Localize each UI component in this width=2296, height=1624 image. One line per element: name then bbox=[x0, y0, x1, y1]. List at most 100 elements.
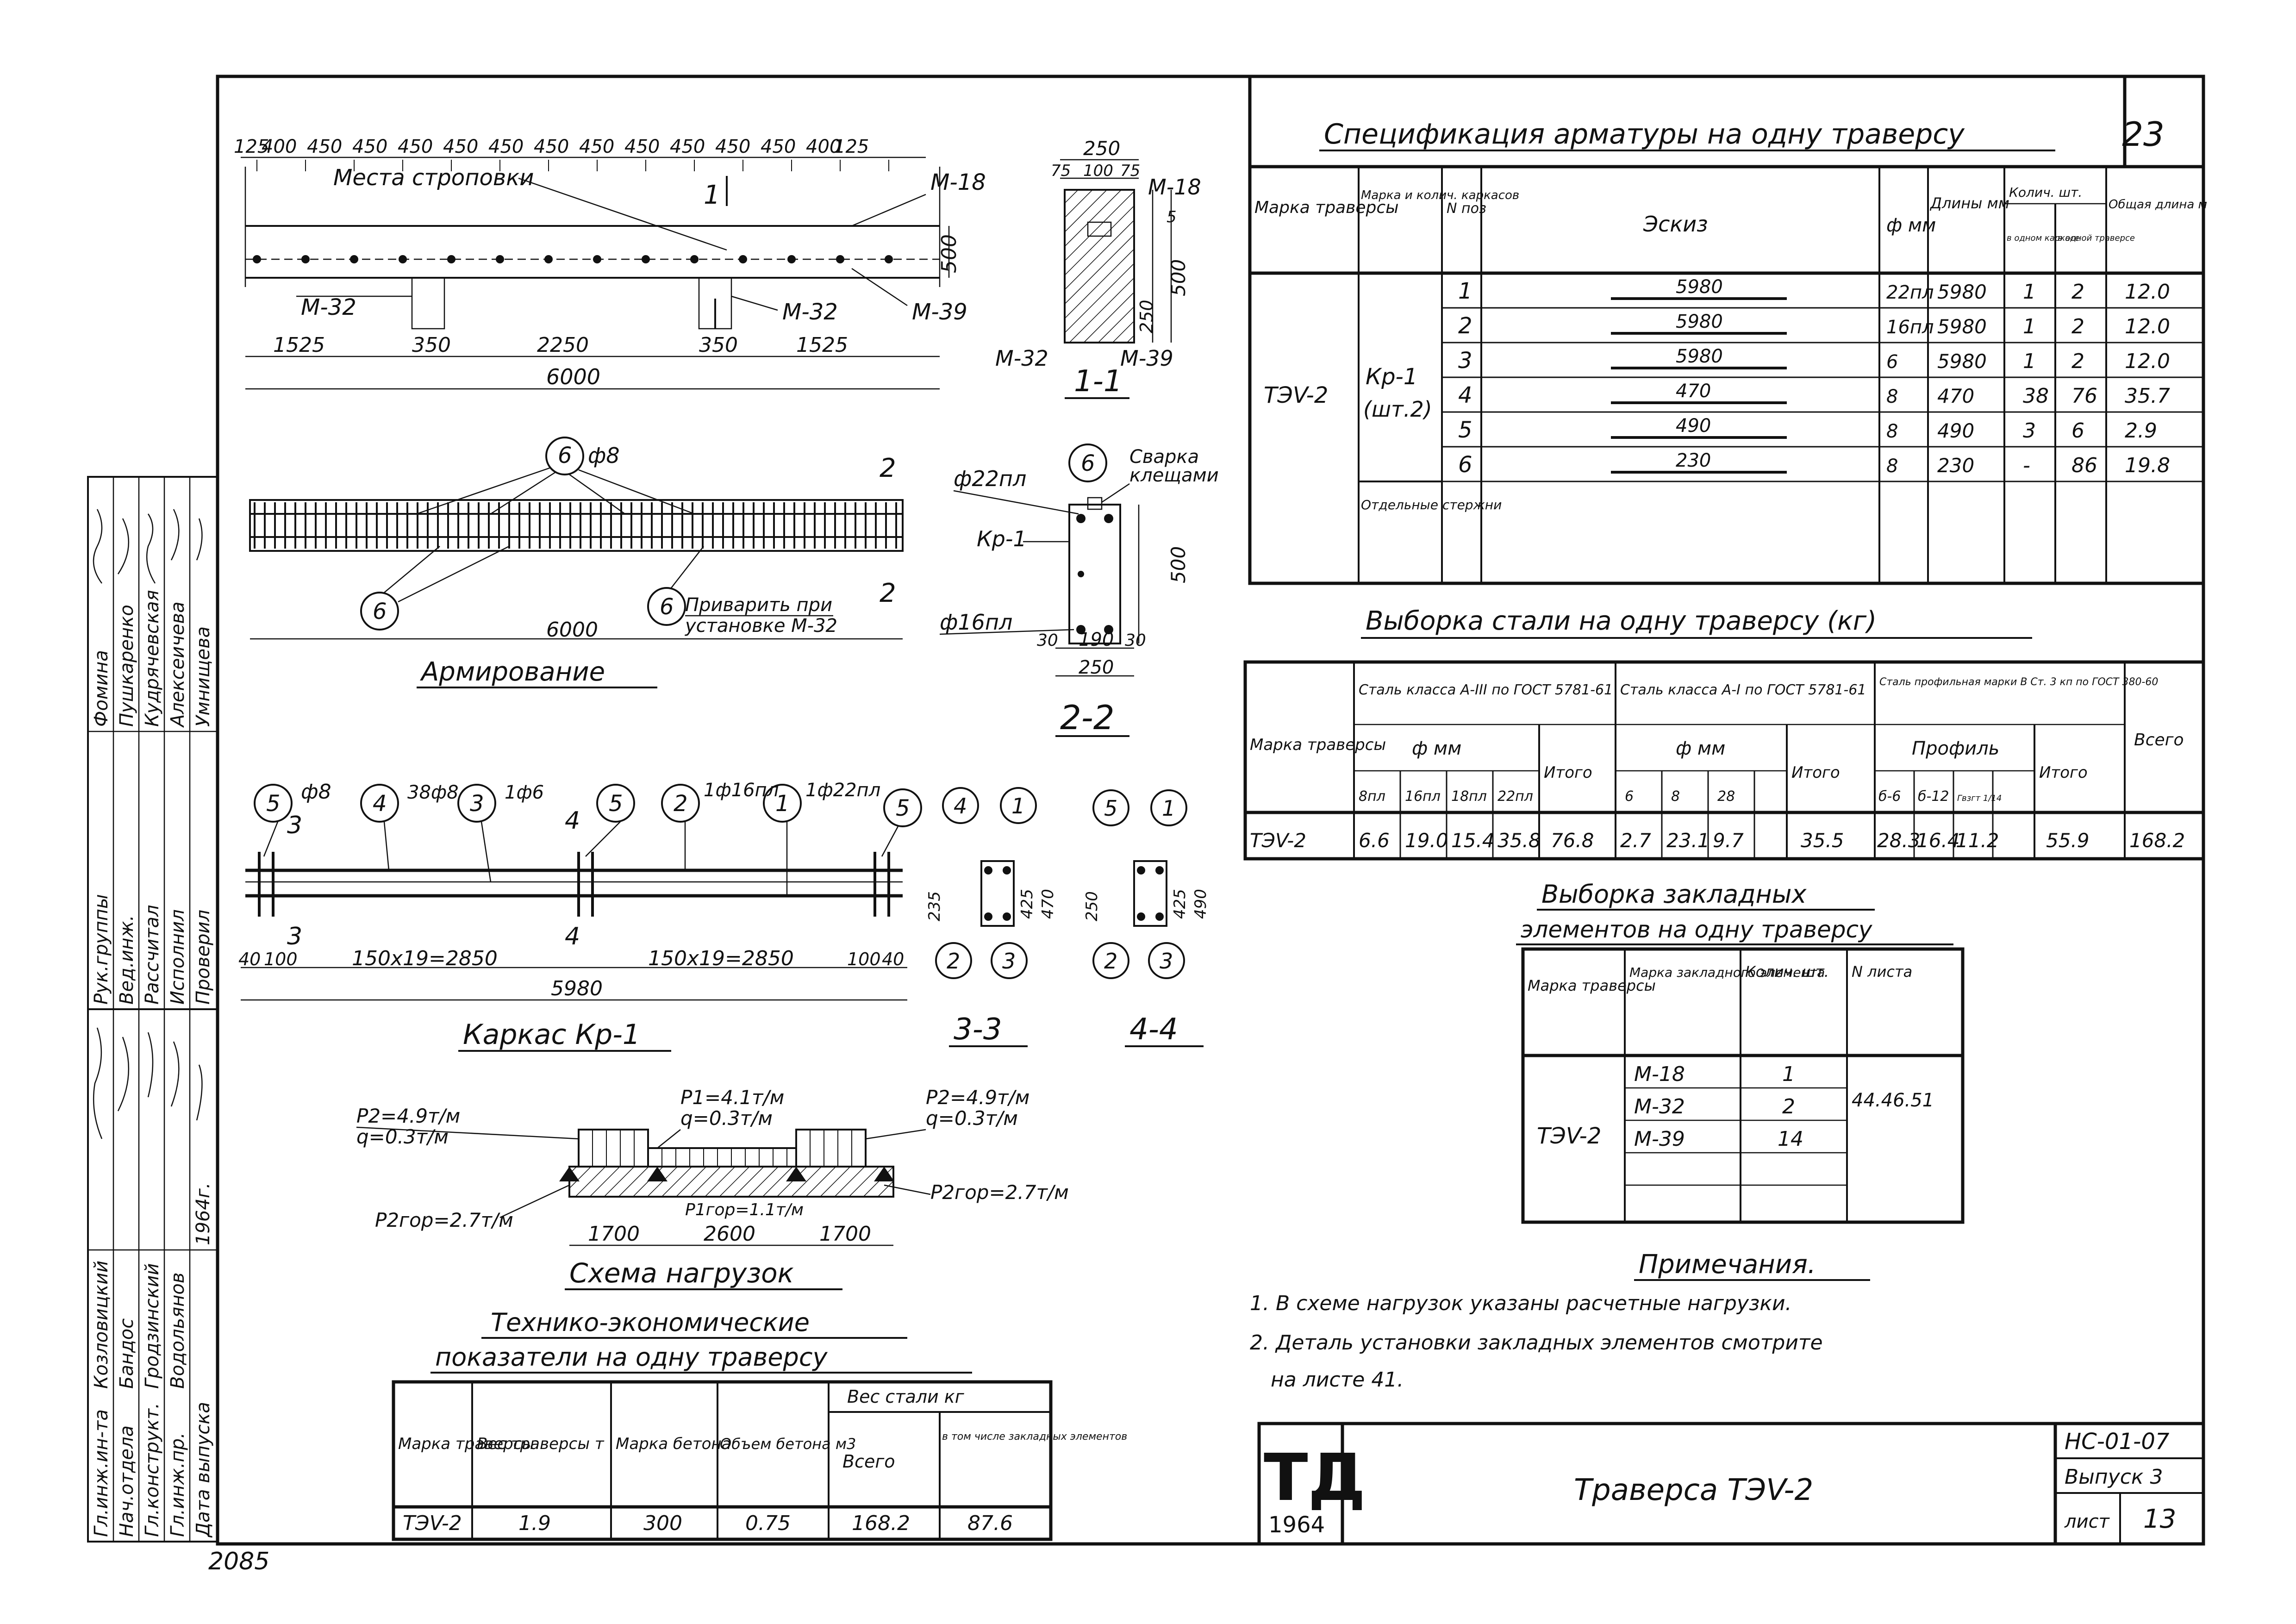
lifting-point bbox=[350, 255, 358, 263]
steel-subcol: б-6 bbox=[1878, 788, 1901, 805]
stamp-role-2: Нач.отдела bbox=[116, 1425, 137, 1537]
spec-frame-count: (шт.2) bbox=[1363, 397, 1432, 422]
stamp-name-1: Козловицкий bbox=[91, 1261, 112, 1389]
plan-top-dim: 450 bbox=[307, 136, 342, 157]
title-issue: Выпуск 3 bbox=[2065, 1465, 2163, 1489]
plan-top-dim: 125 bbox=[234, 136, 269, 157]
reinf-callout-right: 6 bbox=[660, 594, 674, 620]
s33-title: 3-3 bbox=[954, 1012, 1002, 1047]
stamp-name-8: Кудрячевская bbox=[142, 590, 163, 727]
spec-dia: 8 bbox=[1886, 386, 1898, 407]
steel-cell: ТЭV-2 bbox=[1250, 829, 1306, 852]
s44-c3: 3 bbox=[1160, 949, 1173, 974]
steel-dmm-2: ф мм bbox=[1676, 738, 1725, 759]
kr-cut3-top: 3 bbox=[287, 812, 302, 839]
plan-top-dim: 450 bbox=[579, 136, 614, 157]
emb-qty-2: 2 bbox=[1782, 1095, 1795, 1118]
steel-cell: 35.8 bbox=[1497, 829, 1541, 852]
steel-cell: 23.1 bbox=[1666, 829, 1710, 852]
stamp-role-7: Вед.инж. bbox=[116, 915, 137, 1005]
cut-mark-2a: 2 bbox=[880, 453, 896, 483]
label-m18: М-18 bbox=[930, 169, 986, 195]
spec-dia: 16пл bbox=[1886, 317, 1934, 338]
s22-title: 2-2 bbox=[1060, 698, 1115, 737]
steel-cell: 15.4 bbox=[1451, 829, 1495, 852]
lifting-point bbox=[301, 255, 310, 263]
load-hor-mid: P1гор=1.1т/м bbox=[685, 1200, 804, 1219]
label-m32b: М-32 bbox=[782, 299, 838, 325]
steel-cell: 2.7 bbox=[1620, 829, 1651, 852]
steel-cell: 6.6 bbox=[1359, 829, 1390, 852]
title-sheet-label: лист bbox=[2064, 1511, 2110, 1532]
spec-total: 12.0 bbox=[2125, 350, 2170, 373]
kr-dim-2850a: 150x19=2850 bbox=[352, 947, 498, 970]
tech-h-incl: в том числе закладных элементов bbox=[942, 1431, 1127, 1443]
stamp-role-9: Исполнил bbox=[167, 909, 188, 1005]
plan-top-dim: 450 bbox=[624, 136, 660, 157]
tech-h-weight: Вес траверсы т bbox=[477, 1435, 605, 1453]
spec-dia: 8 bbox=[1886, 421, 1898, 442]
kr-callout-5a: 5 bbox=[266, 791, 281, 817]
kr-d16: 1ф16пл bbox=[704, 780, 779, 801]
s11-b: 100 bbox=[1083, 162, 1113, 180]
spec-dia: 8 bbox=[1886, 456, 1898, 477]
steel-itogo-3: Итого bbox=[2039, 763, 2088, 782]
lifting-point bbox=[739, 255, 747, 263]
s22-bottom-bar: ф16пл bbox=[940, 610, 1012, 635]
stamp-role-1: Гл.инж.ин-та bbox=[91, 1409, 112, 1537]
reinf-title: Армирование bbox=[420, 657, 605, 687]
spec-len: 5980 bbox=[1937, 350, 1987, 373]
spec-pos: 3 bbox=[1458, 348, 1472, 374]
kr-d8: ф8 bbox=[301, 780, 331, 804]
lifting-point bbox=[253, 255, 261, 263]
load-left-q: q=0.3т/м bbox=[356, 1125, 449, 1148]
spec-pos: 6 bbox=[1458, 452, 1472, 478]
plan-dim-1525a: 1525 bbox=[273, 333, 325, 357]
emb-qty-1: 1 bbox=[1782, 1062, 1795, 1086]
spec-pos: 2 bbox=[1458, 313, 1472, 339]
load-left-p: P2=4.9т/м bbox=[356, 1105, 460, 1127]
kr-callout-2: 2 bbox=[674, 791, 688, 817]
kr-title: Каркас Кр-1 bbox=[463, 1018, 640, 1051]
steel-g-total: Всего bbox=[2134, 731, 2184, 750]
s33-235: 235 bbox=[925, 891, 944, 921]
span-3: 1700 bbox=[819, 1222, 871, 1246]
kr-cut3-bot: 3 bbox=[287, 923, 302, 950]
s44-490: 490 bbox=[1192, 889, 1210, 919]
spec-h-length: Длины мм bbox=[1929, 194, 2009, 212]
kr-dim-40b: 40 bbox=[882, 949, 904, 969]
reinf-callout-left: 6 bbox=[373, 599, 387, 625]
spec-sketch: 490 bbox=[1676, 415, 1711, 437]
s11-m32: М-32 bbox=[995, 346, 1048, 371]
tech-mark: ТЭV-2 bbox=[403, 1512, 462, 1535]
spec-qt: 76 bbox=[2071, 384, 2097, 408]
spec-sketch: 5980 bbox=[1676, 311, 1723, 332]
emb-sheets: 44.46.51 bbox=[1852, 1090, 1934, 1111]
load-mid-q: q=0.3т/м bbox=[680, 1107, 773, 1130]
spec-total: 12.0 bbox=[2125, 315, 2170, 338]
steel-table: Выборка стали на одну траверсу (кг) Марк… bbox=[1243, 606, 2205, 861]
steel-cell: 16.4 bbox=[1916, 829, 1960, 852]
spec-qt: 2 bbox=[2071, 350, 2084, 373]
spec-qt: 2 bbox=[2071, 315, 2084, 338]
frame-callouts: 5 4 3 5 2 1 5 bbox=[254, 784, 922, 827]
section-3-3: 4 1 2 3 235 425 470 3-3 bbox=[925, 787, 1057, 1047]
stamp-role-3: Гл.конструкт. bbox=[142, 1403, 163, 1537]
reinf-note-2: установке М-32 bbox=[685, 615, 837, 637]
steel-cell: 9.7 bbox=[1713, 829, 1744, 852]
steel-cell: 76.8 bbox=[1551, 829, 1594, 852]
stamp-name-4: Водольянов bbox=[167, 1273, 188, 1389]
plan-total: 6000 bbox=[546, 364, 600, 389]
span-1: 1700 bbox=[588, 1222, 640, 1246]
steel-dmm-1: ф мм bbox=[1412, 738, 1461, 759]
tech-h-volume: Объем бетона м3 bbox=[720, 1435, 856, 1453]
spec-sketch: 230 bbox=[1676, 450, 1711, 471]
spec-pos: 5 bbox=[1458, 417, 1472, 443]
spec-title: Спецификация арматуры на одну траверсу bbox=[1324, 118, 1965, 150]
kr-callout-5c: 5 bbox=[896, 795, 910, 821]
kr-dim-2850b: 150x19=2850 bbox=[648, 947, 794, 970]
emb-title-2: элементов на одну траверсу bbox=[1521, 916, 1873, 943]
spec-dia: 22пл bbox=[1886, 282, 1934, 303]
plan-top-dim: 450 bbox=[715, 136, 750, 157]
